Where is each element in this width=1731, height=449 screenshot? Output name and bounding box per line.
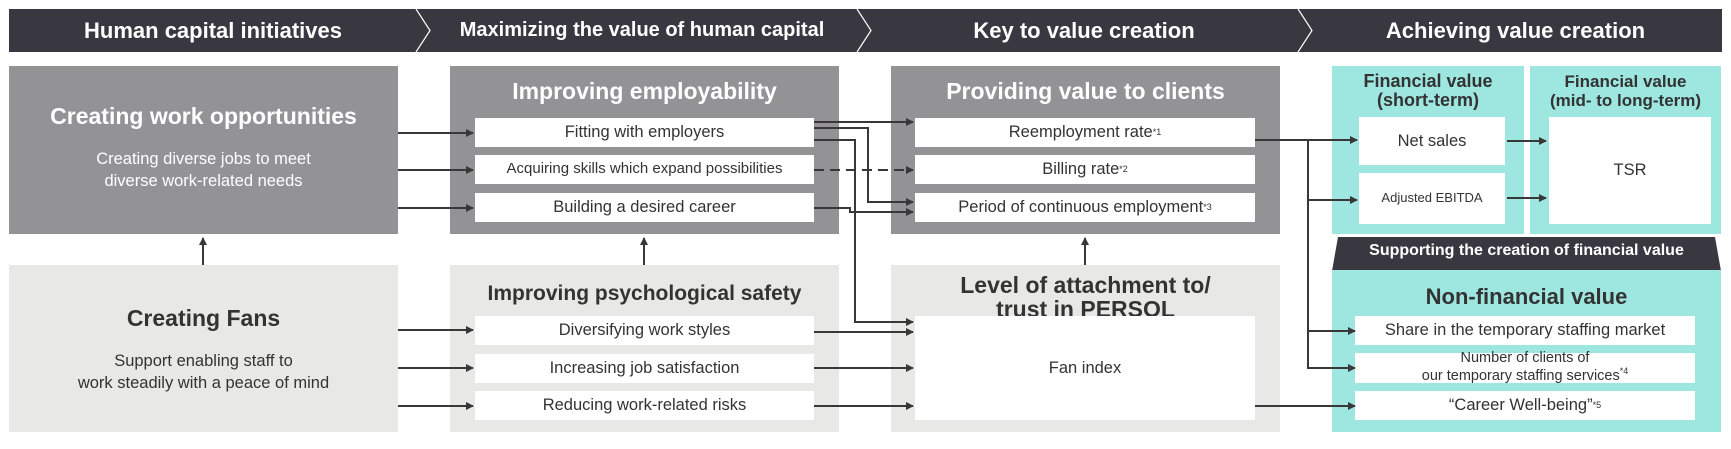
chevron-icon xyxy=(1297,9,1313,52)
chevron-icon xyxy=(415,9,431,52)
box-title: Creating Fans xyxy=(126,305,281,331)
footnote-mark: *2 xyxy=(1119,163,1128,174)
employability-item: Acquiring skills which expand possibilit… xyxy=(475,155,814,184)
title-line: (short-term) xyxy=(1377,90,1479,110)
stage-header-bar: Human capital initiatives Maximizing the… xyxy=(9,9,1722,52)
stage-maximizing-value: Maximizing the value of human capital xyxy=(459,19,825,41)
title-line: Level of attachment to/ xyxy=(960,272,1211,298)
item-label: “Career Well-being” xyxy=(1448,396,1593,415)
employability-item: Building a desired career xyxy=(475,193,814,222)
item-label: our temporary staffing services xyxy=(1421,367,1620,384)
item-label: Reemployment rate xyxy=(1008,123,1153,142)
client-value-item: Reemployment rate*1 xyxy=(915,118,1255,147)
title-line: (mid- to long-term) xyxy=(1549,91,1702,110)
client-value-item: Period of continuous employment*3 xyxy=(915,193,1255,222)
footnote-mark: *3 xyxy=(1203,201,1212,212)
client-value-item: Billing rate*2 xyxy=(915,155,1255,184)
box-title: Improving psychological safety xyxy=(487,282,802,305)
psych-safety-item: Diversifying work styles xyxy=(475,316,814,345)
financial-short-term-box: Financial value(short-term) Net sales Ad… xyxy=(1332,66,1524,234)
creating-fans-box: Creating Fans Support enabling staff to … xyxy=(9,265,398,432)
employability-item: Fitting with employers xyxy=(475,118,814,147)
box-title: Creating work opportunities xyxy=(50,103,357,129)
supporting-banner-label: Supporting the creation of financial val… xyxy=(1369,242,1684,259)
box-title: Financial value(short-term) xyxy=(1332,72,1524,110)
box-desc: work steadily with a peace of mind xyxy=(77,374,330,392)
box-title: Financial value(mid- to long-term) xyxy=(1530,72,1721,110)
tsr-box: TSR xyxy=(1549,117,1711,224)
box-title: Non-financial value xyxy=(1425,284,1628,309)
psych-safety-item: Increasing job satisfaction xyxy=(475,354,814,383)
box-title: Improving employability xyxy=(512,78,777,104)
box-title: Providing value to clients xyxy=(946,78,1225,104)
psychological-safety-box: Improving psychological safety Diversify… xyxy=(450,265,839,432)
title-line: Financial value xyxy=(1564,72,1687,91)
non-financial-item: “Career Well-being” *5 xyxy=(1355,391,1695,420)
psych-safety-item: Reducing work-related risks xyxy=(475,391,814,420)
item-label: Billing rate xyxy=(1042,160,1120,179)
attachment-trust-box: Level of attachment to/trust in PERSOL F… xyxy=(891,265,1280,432)
supporting-banner-shape xyxy=(1332,237,1721,271)
stage-human-capital-initiatives: Human capital initiatives xyxy=(84,17,342,43)
creating-work-opportunities-box: Creating work opportunities Creating div… xyxy=(9,66,398,234)
adjusted-ebitda-box: Adjusted EBITDA xyxy=(1359,173,1505,224)
providing-value-box: Providing value to clients Reemployment … xyxy=(891,66,1280,234)
non-financial-item: Share in the temporary staffing market xyxy=(1355,316,1695,345)
fan-index-box: Fan index xyxy=(915,316,1255,420)
stage-achieving-value: Achieving value creation xyxy=(1385,17,1646,43)
box-desc: Support enabling staff to xyxy=(114,352,293,370)
item-label: Period of continuous employment xyxy=(958,198,1204,217)
footnote-mark: *4 xyxy=(1619,366,1629,377)
footnote-mark: *5 xyxy=(1592,399,1602,410)
title-line: Financial value xyxy=(1363,71,1493,91)
item-label: Number of clients of xyxy=(1460,350,1590,367)
stage-key-to-value: Key to value creation xyxy=(973,17,1195,43)
non-financial-box: Non-financial value Share in the tempora… xyxy=(1332,270,1721,432)
box-desc: diverse work-related needs xyxy=(104,172,303,190)
financial-long-term-box: Financial value(mid- to long-term) TSR xyxy=(1530,66,1721,234)
box-desc: Creating diverse jobs to meet xyxy=(96,150,311,168)
net-sales-box: Net sales xyxy=(1359,117,1505,165)
chevron-icon xyxy=(856,9,872,52)
footnote-mark: *1 xyxy=(1152,126,1162,137)
improving-employability-box: Improving employability Fitting with emp… xyxy=(450,66,839,234)
box-title: Level of attachment to/trust in PERSOL xyxy=(891,273,1280,321)
